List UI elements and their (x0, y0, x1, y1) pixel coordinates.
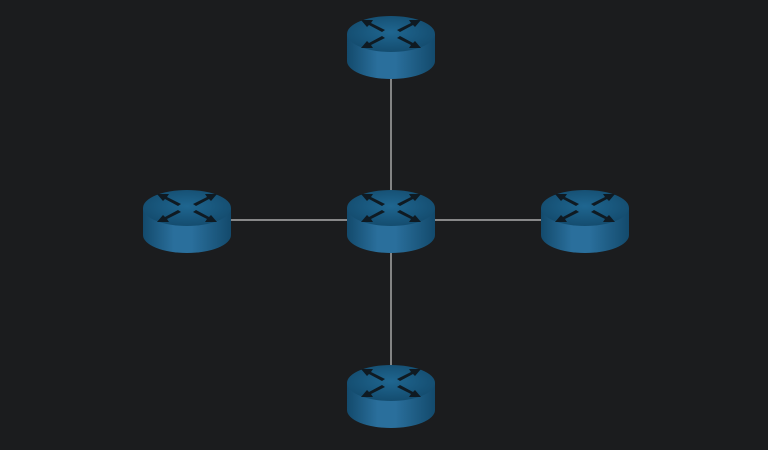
router-icon (347, 190, 435, 253)
router-top (347, 190, 435, 226)
router-icon (347, 365, 435, 428)
router-icon (541, 190, 629, 253)
router-node-top[interactable] (347, 16, 435, 79)
router-top (541, 190, 629, 226)
router-top (143, 190, 231, 226)
router-top (347, 16, 435, 52)
router-top (347, 365, 435, 401)
router-node-right[interactable] (541, 190, 629, 253)
router-node-left[interactable] (143, 190, 231, 253)
nodes-layer (143, 16, 629, 428)
router-node-center[interactable] (347, 190, 435, 253)
router-icon (347, 16, 435, 79)
router-icon (143, 190, 231, 253)
router-node-bottom[interactable] (347, 365, 435, 428)
